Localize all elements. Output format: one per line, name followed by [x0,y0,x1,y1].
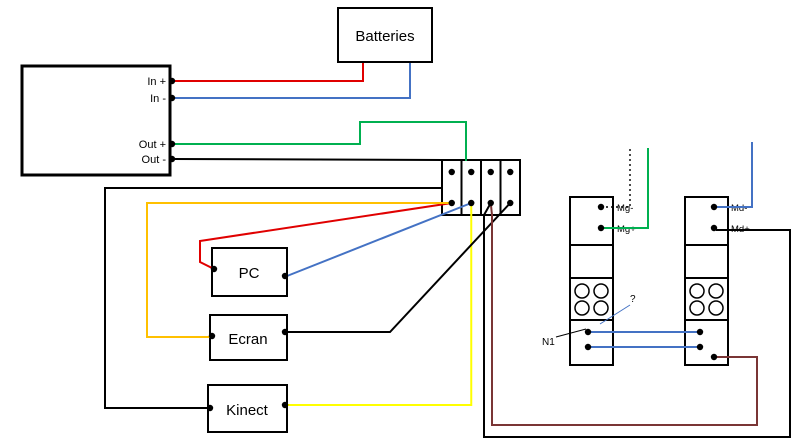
terminal-label-out-plus: Out + [139,139,166,151]
batteries-label: Batteries [355,28,414,45]
terminal-label-in-minus: In - [150,93,166,105]
contact-circle [708,283,724,299]
din-module-right-body [684,196,729,366]
wire-blue-terminal-pc [286,202,472,277]
contact-circle [708,300,724,316]
terminal-label-out-minus: Out - [142,154,167,166]
md-minus-label: Md- [731,203,747,214]
connection-dot [507,168,514,176]
connection-dot [206,404,214,412]
terminal-block [441,159,521,216]
connection-dot [696,343,704,351]
mg-plus-label: Mg+ [617,224,636,235]
connection-dot [487,199,494,207]
connection-dot [281,272,289,280]
connection-dot [448,168,455,176]
wire-orange-terminal-ecran [146,202,452,338]
wire-black-frame-kinect [104,187,442,409]
wire-green-mgplus-up [601,148,649,229]
contact-circle [574,300,590,316]
boxes-layer [20,7,729,433]
connection-dot [487,168,494,176]
wire-maroon-terminal-module [489,202,758,426]
ecran-label: Ecran [228,331,267,348]
connection-dot [710,224,718,232]
power-converter-box [20,64,172,177]
wire-green-outplus-terminal [172,121,467,161]
connection-dot [584,328,592,336]
terminal-label-in-plus: In + [147,76,166,88]
connection-dot [468,168,475,176]
contact-circle [593,300,609,316]
annotation-line-n1 [555,328,587,338]
wire-red-terminal-pc [199,202,452,270]
connection-dot [710,353,718,361]
connection-dot [168,94,176,102]
connection-dot [168,140,176,148]
wire-black-outminus-terminal [171,158,444,161]
connection-dot [597,203,605,211]
contact-circle [689,300,705,316]
question-annotation-label: ? [630,294,636,305]
mg-minus-label: Mg- [617,203,633,214]
wire-blue-inminus-batteries [172,63,411,99]
connection-dot [168,155,176,163]
kinect-label: Kinect [226,402,269,419]
din-module-left [569,196,614,366]
connection-dot [597,224,605,232]
ecran-box [209,314,288,361]
pc-label: PC [239,265,260,282]
connection-dot [710,203,718,211]
connection-dot [448,199,455,207]
wire-yellow-terminal-kinect [287,203,473,406]
connection-dot [281,401,289,409]
contact-circle [689,283,705,299]
n1-annotation-label: N1 [542,337,555,348]
kinect-box [207,384,288,433]
connection-dot [281,328,289,336]
pc-box [211,247,288,297]
connection-dot [210,265,218,273]
din-module-left-body [569,196,614,366]
wires-layer [104,63,791,438]
connection-dot [507,199,514,207]
contact-circle [593,283,609,299]
connection-dot [584,343,592,351]
connection-dot [696,328,704,336]
wire-black-terminal-mdplus [483,202,791,438]
contact-circle [574,283,590,299]
wire-red-inplus-batteries [172,63,364,82]
connection-dot [168,77,176,85]
annotation-line-question [599,304,631,325]
connection-dots-layer [168,77,718,412]
din-module-right [684,196,729,366]
connection-dot [468,199,475,207]
connection-dot [208,332,216,340]
batteries-box [337,7,433,63]
wire-blue-top-mdminus [714,142,753,208]
wire-black-terminal-ecran [287,202,511,333]
